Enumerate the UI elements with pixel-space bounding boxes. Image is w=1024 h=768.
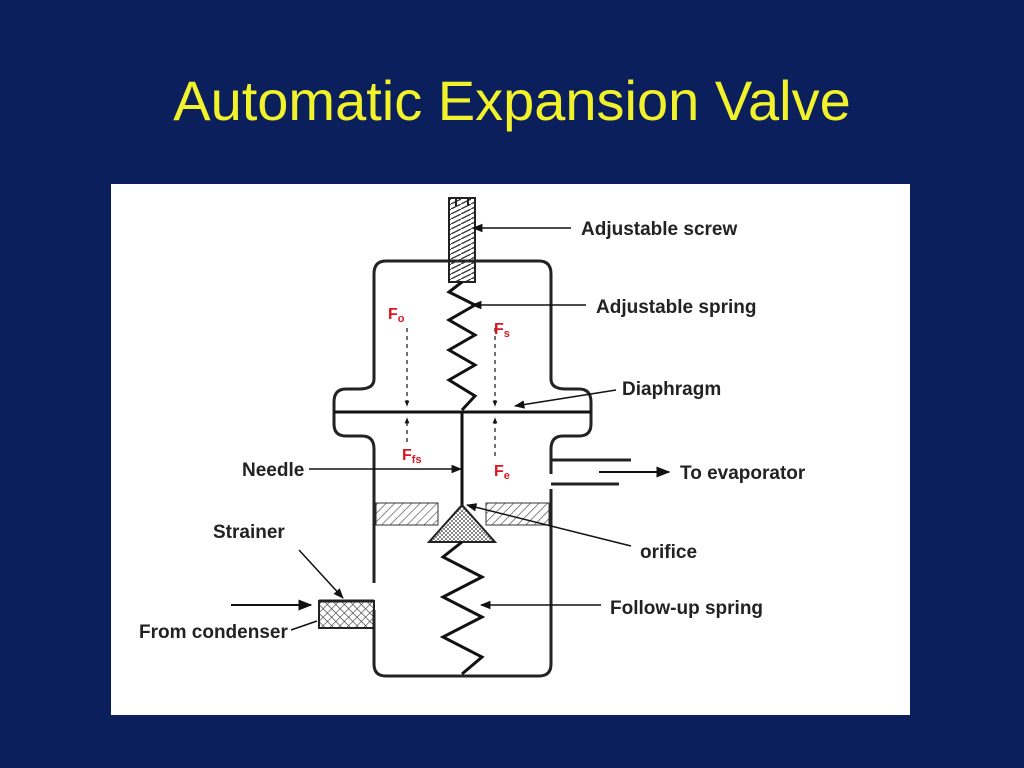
force-label-fs: Fs [494, 321, 510, 340]
label-adjustable-spring: Adjustable spring [596, 297, 756, 318]
adjustable-spring [445, 280, 479, 412]
leader-orifice [465, 503, 632, 547]
label-orifice: orifice [640, 542, 697, 563]
label-follow-up-spring: Follow-up spring [610, 598, 763, 619]
label-needle: Needle [242, 460, 304, 481]
slide-title: Automatic Expansion Valve [173, 69, 851, 132]
label-to-evaporator: To evaporator [680, 463, 806, 484]
force-label-ffs: Ffs [402, 447, 422, 466]
leader-from-condenser [290, 620, 318, 631]
strainer [318, 600, 375, 629]
label-from-condenser: From condenser [139, 622, 288, 643]
label-adjustable-screw: Adjustable screw [581, 219, 737, 240]
leader-diaphragm [513, 389, 617, 409]
label-diaphragm: Diaphragm [622, 379, 721, 400]
valve-body-outline [332, 259, 593, 678]
follow-up-spring [439, 540, 486, 676]
needle-cone [426, 503, 498, 543]
force-label-fe: Fe [494, 463, 510, 482]
valve-diagram: Fo Fs Ffs Fe Adjustable screw Adjustable… [139, 197, 806, 678]
diagram-panel: Fo Fs Ffs Fe Adjustable screw Adjustable… [111, 184, 910, 715]
orifice-plate-right [485, 502, 550, 526]
adjustable-screw [448, 197, 476, 283]
force-label-fo: Fo [388, 306, 405, 325]
orifice-plate-left [375, 502, 439, 526]
leader-strainer [298, 549, 344, 599]
label-strainer: Strainer [213, 522, 285, 543]
